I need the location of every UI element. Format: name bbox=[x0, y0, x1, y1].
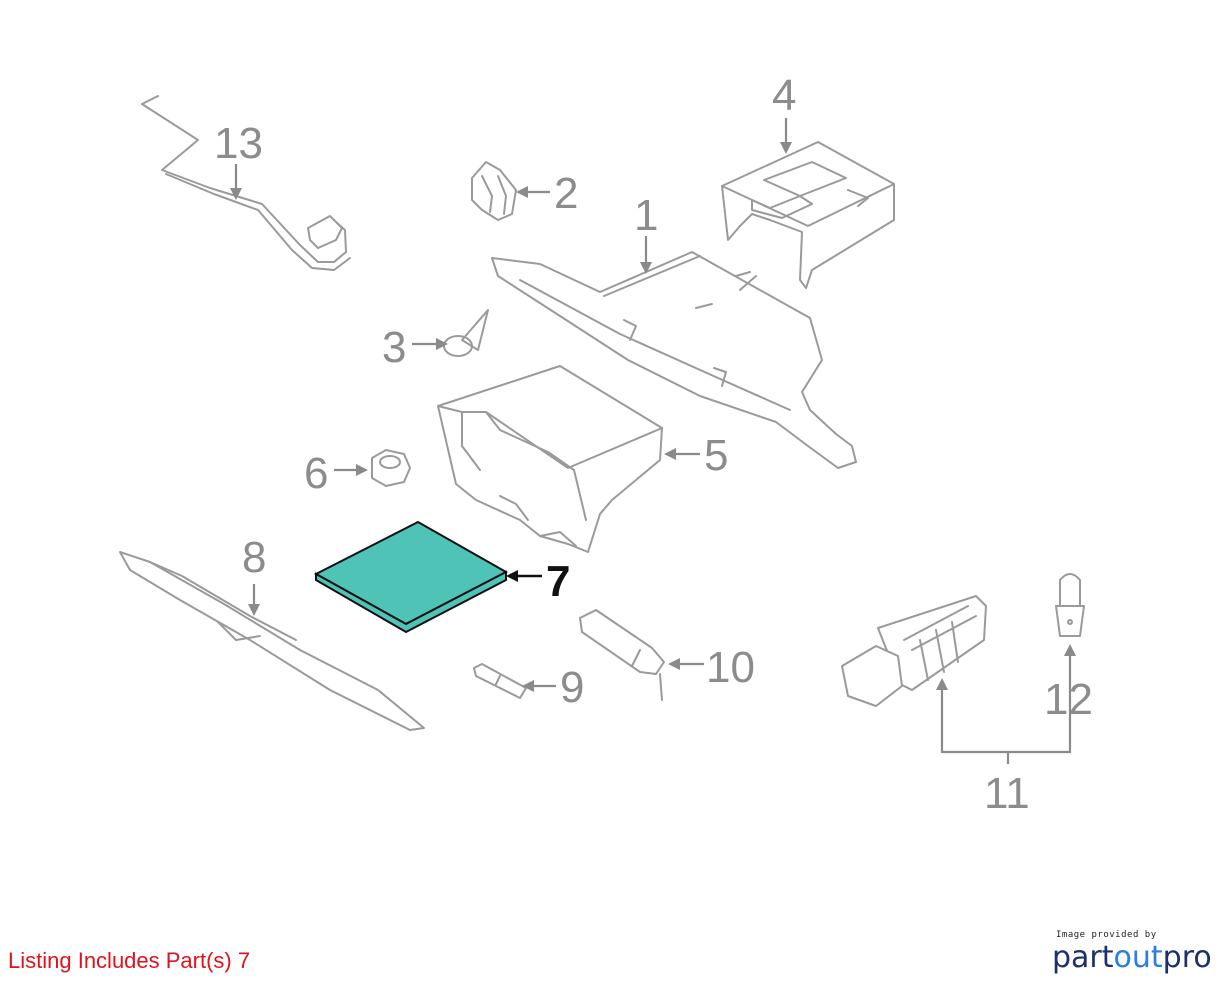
part-2-clip bbox=[471, 161, 517, 221]
leader-lines bbox=[230, 118, 1076, 764]
part-5-glovebox-bin bbox=[437, 365, 663, 553]
part-7-liner-highlighted bbox=[313, 520, 509, 634]
logo-part: part bbox=[1052, 940, 1114, 975]
image-credit: Image provided by partoutpro bbox=[1052, 930, 1212, 975]
part-13-wiring-harness bbox=[141, 95, 351, 271]
part-1-frame bbox=[491, 251, 857, 469]
part-10-damper bbox=[579, 609, 665, 701]
listing-note: Listing Includes Part(s) 7 bbox=[8, 948, 251, 973]
callout-2: 2 bbox=[554, 169, 578, 218]
callout-12: 12 bbox=[1044, 675, 1093, 724]
callout-numbers: 1 2 3 4 5 6 7 8 9 10 11 12 13 bbox=[214, 71, 1093, 818]
callout-6: 6 bbox=[304, 449, 328, 498]
callout-13: 13 bbox=[214, 119, 263, 168]
part-3-push-pin bbox=[443, 309, 489, 357]
logo-pro: pro bbox=[1162, 940, 1212, 975]
logo-out: out bbox=[1113, 940, 1163, 975]
callout-4: 4 bbox=[772, 71, 796, 120]
part-4-bracket bbox=[721, 141, 895, 289]
callout-11: 11 bbox=[984, 769, 1030, 818]
part-11-lamp bbox=[841, 595, 987, 707]
part-8-glovebox-door bbox=[119, 551, 425, 731]
callout-1: 1 bbox=[634, 191, 658, 240]
callout-5: 5 bbox=[704, 431, 728, 480]
callout-8: 8 bbox=[242, 533, 266, 582]
callout-7: 7 bbox=[546, 557, 570, 606]
callout-10: 10 bbox=[706, 643, 755, 692]
callout-9: 9 bbox=[560, 663, 584, 712]
callout-3: 3 bbox=[382, 323, 406, 372]
credit-caption: Image provided by bbox=[1056, 930, 1157, 940]
partoutpro-logo: partoutpro bbox=[1052, 940, 1212, 975]
part-12-bulb bbox=[1055, 573, 1085, 637]
part-6-nut bbox=[371, 449, 411, 487]
part-9-pin bbox=[473, 663, 527, 699]
